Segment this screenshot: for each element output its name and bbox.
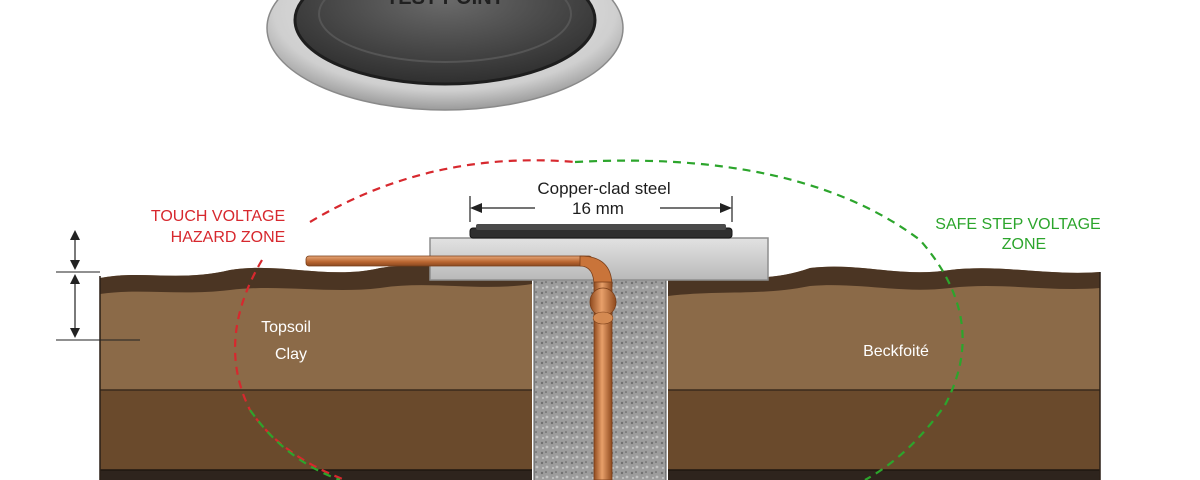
test-point-cover: TEST POINT xyxy=(266,0,624,111)
topsoil-layer-right xyxy=(668,266,1100,390)
copper-conductor xyxy=(305,255,617,480)
touch-voltage-zone-arc xyxy=(234,159,576,480)
bedrock-left xyxy=(100,470,532,480)
soil-profile xyxy=(99,265,1101,480)
conductor-diameter-label: 16 mm xyxy=(572,199,624,218)
bedrock-right xyxy=(668,470,1100,480)
safe-step-zone-arc xyxy=(249,159,964,480)
clay-layer-left xyxy=(100,390,532,470)
depth-markers xyxy=(56,230,140,341)
ground-surface-right xyxy=(668,266,1100,296)
topsoil-label: Topsoil xyxy=(261,319,311,336)
vertical-ground-rod xyxy=(593,281,613,480)
safe-zone-label-line2: ZONE xyxy=(1002,236,1046,253)
touch-zone-label-line1: TOUCH VOLTAGE xyxy=(151,208,285,225)
ground-surface-left xyxy=(100,265,532,294)
safe-zone-label-line1: SAFE STEP VOLTAGE xyxy=(935,216,1100,233)
touch-zone-label-line2: HAZARD ZONE xyxy=(171,229,286,246)
conductor-material-label: Copper-clad steel xyxy=(537,179,670,198)
diameter-dimension xyxy=(469,196,733,222)
clay-layer-right xyxy=(668,390,1100,470)
topsoil-layer-left xyxy=(100,265,532,390)
cover-label: TEST POINT xyxy=(386,0,504,9)
clay-label: Clay xyxy=(275,346,307,363)
horizontal-conductor xyxy=(305,255,593,267)
backfill-label: Beckfoité xyxy=(863,343,929,360)
